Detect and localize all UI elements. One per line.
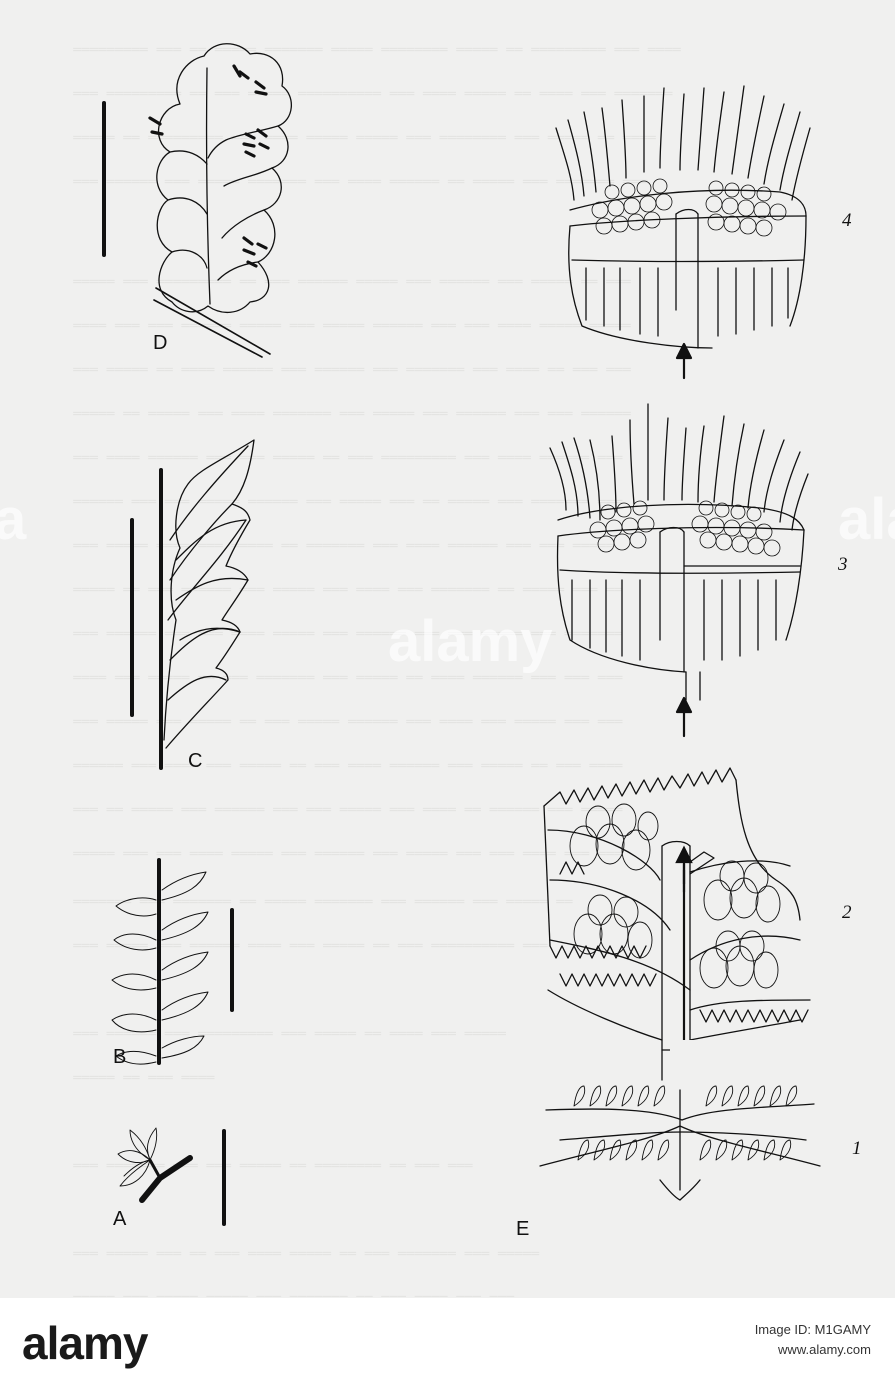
stage-4-sorus-drawing: [555, 85, 811, 349]
panel-label-a: A: [113, 1208, 127, 1230]
figure-plate: ═════════ ═══ ══ ═════ ═══════ ═════ ═══…: [0, 0, 895, 1298]
panel-a-habit-drawing: [117, 1127, 226, 1226]
panel-label-b: B: [113, 1046, 127, 1068]
panel-d-pinnule-drawing: [102, 43, 292, 358]
image-id-text: Image ID: M1GAMY: [754, 1322, 871, 1337]
watermark-center: alamy: [388, 609, 553, 674]
panel-label-c: C: [188, 750, 203, 772]
stage-1-pinna-drawing: [539, 1085, 821, 1201]
panel-label-d: D: [153, 332, 168, 354]
stage-3-sorus-drawing: [549, 403, 809, 701]
stage-2-sorus-drawing: [543, 767, 811, 1081]
footer-image-info: Image ID: M1GAMY www.alamy.com: [755, 1320, 871, 1360]
panel-b-frond-drawing: [111, 858, 234, 1065]
panel-c-pinnule-drawing: [130, 439, 255, 770]
site-url-text: www.alamy.com: [778, 1342, 871, 1357]
bleed-through-text: ═══════ ═══ ═══════ ══ ═════ ═══════ ═══…: [73, 895, 573, 1298]
stage-number-2: 2: [842, 902, 852, 923]
drawings: [102, 43, 821, 1226]
stage-number-4: 4: [842, 210, 852, 231]
bleed-through-text: ═════ ═══ ═════════ ══ ═══ ══════ ═════ …: [73, 275, 632, 862]
watermark-left: a: [0, 487, 27, 552]
bleed-through-text: ═════════ ═══ ══ ═════ ═══════ ═════ ═══…: [73, 43, 682, 190]
stage-number-3: 3: [838, 554, 848, 575]
footer-logo: alamy: [22, 1317, 148, 1369]
footer-bar: alamy Image ID: M1GAMY www.alamy.com: [0, 1298, 895, 1390]
stage-arrows: [675, 342, 693, 1084]
panel-label-e: E: [516, 1218, 530, 1240]
stage-number-1: 1: [852, 1138, 862, 1159]
watermark-right: alamy: [838, 487, 895, 552]
